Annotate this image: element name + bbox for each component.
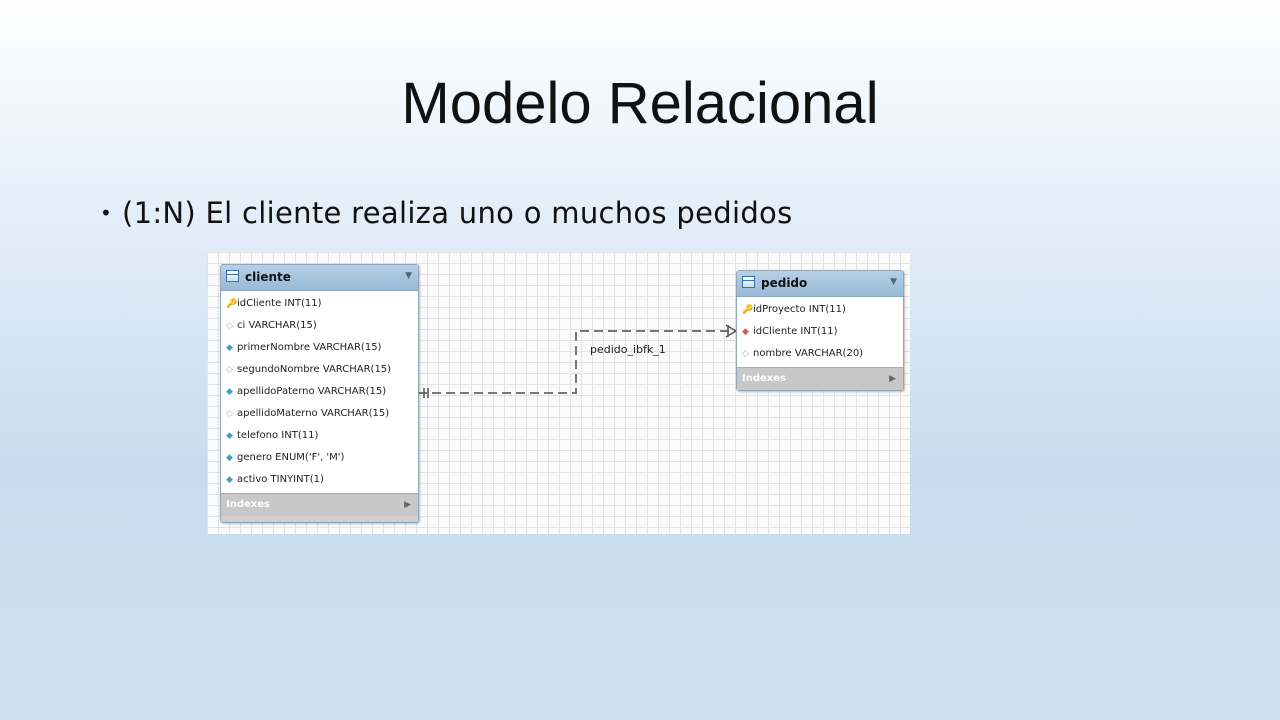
column-row: ◆ genero ENUM('F', 'M') <box>221 447 418 469</box>
column-label: idProyecto INT(11) <box>753 304 846 315</box>
table-name: cliente <box>245 270 291 284</box>
column-row: ◇ apellidoMaterno VARCHAR(15) <box>221 403 418 425</box>
column-filled-diamond-icon: ◆ <box>226 431 233 441</box>
er-diagram-canvas: pedido_ibfk_1 cliente ▼ 🔑idCliente INT(1… <box>207 252 910 534</box>
column-label: idCliente INT(11) <box>753 326 838 337</box>
table-footer-bar <box>221 516 418 522</box>
table-icon <box>226 270 239 282</box>
column-diamond-icon: ◇ <box>226 365 233 375</box>
bullet-text: (1:N) El cliente realiza uno o muchos pe… <box>122 196 793 230</box>
expand-arrow-icon[interactable]: ▶ <box>889 374 896 384</box>
column-filled-diamond-icon: ◆ <box>226 343 233 353</box>
expand-arrow-icon[interactable]: ▶ <box>404 500 411 510</box>
column-label: idCliente INT(11) <box>237 298 322 309</box>
column-label: segundoNombre VARCHAR(15) <box>237 364 392 375</box>
column-label: genero ENUM('F', 'M') <box>237 452 345 463</box>
column-diamond-icon: ◇ <box>226 321 233 331</box>
table-name: pedido <box>761 276 808 290</box>
column-label: apellidoMaterno VARCHAR(15) <box>237 408 390 419</box>
slide-title: Modelo Relacional <box>401 71 879 136</box>
indexes-label: Indexes <box>742 373 786 384</box>
column-row: ◇ segundoNombre VARCHAR(15) <box>221 359 418 381</box>
bullet-text-line: • (1:N) El cliente realiza uno o muchos p… <box>100 196 792 230</box>
bullet-dot: • <box>100 201 113 225</box>
table-pedido[interactable]: pedido ▼ 🔑idProyecto INT(11) ◆ idCliente … <box>736 270 904 391</box>
collapse-arrow-icon[interactable]: ▼ <box>405 271 412 281</box>
column-filled-diamond-icon: ◆ <box>226 387 233 397</box>
column-row: ◇ ci VARCHAR(15) <box>221 315 418 337</box>
column-row: 🔑idProyecto INT(11) <box>737 299 903 321</box>
relationship-label: pedido_ibfk_1 <box>590 343 666 356</box>
column-row: ◇ nombre VARCHAR(20) <box>737 343 903 365</box>
column-label: primerNombre VARCHAR(15) <box>237 342 382 353</box>
column-row: ◆ primerNombre VARCHAR(15) <box>221 337 418 359</box>
column-filled-diamond-icon: ◆ <box>226 453 233 463</box>
column-label: telefono INT(11) <box>237 430 319 441</box>
column-row: ◆ activo TINYINT(1) <box>221 469 418 491</box>
column-label: nombre VARCHAR(20) <box>753 348 864 359</box>
table-icon <box>742 276 755 288</box>
primary-key-icon: 🔑 <box>226 299 238 309</box>
indexes-label: Indexes <box>226 499 270 510</box>
column-row: 🔑idCliente INT(11) <box>221 293 418 315</box>
column-filled-diamond-icon: ◆ <box>226 475 233 485</box>
column-diamond-icon: ◇ <box>742 349 749 359</box>
column-label: activo TINYINT(1) <box>237 474 324 485</box>
column-label: ci VARCHAR(15) <box>237 320 317 331</box>
indexes-section[interactable]: Indexes ▶ <box>221 493 418 516</box>
column-row: ◆ telefono INT(11) <box>221 425 418 447</box>
table-header[interactable]: cliente ▼ <box>221 265 418 291</box>
indexes-section[interactable]: Indexes ▶ <box>737 367 903 390</box>
table-cliente[interactable]: cliente ▼ 🔑idCliente INT(11) ◇ ci VARCHAR… <box>220 264 419 523</box>
foreign-key-diamond-icon: ◆ <box>742 327 749 337</box>
relationship-line <box>418 324 737 398</box>
column-label: apellidoPaterno VARCHAR(15) <box>237 386 387 397</box>
column-row: ◆ idCliente INT(11) <box>737 321 903 343</box>
collapse-arrow-icon[interactable]: ▼ <box>890 277 897 287</box>
table-header[interactable]: pedido ▼ <box>737 271 903 297</box>
column-diamond-icon: ◇ <box>226 409 233 419</box>
primary-key-icon: 🔑 <box>742 305 754 315</box>
column-row: ◆ apellidoPaterno VARCHAR(15) <box>221 381 418 403</box>
